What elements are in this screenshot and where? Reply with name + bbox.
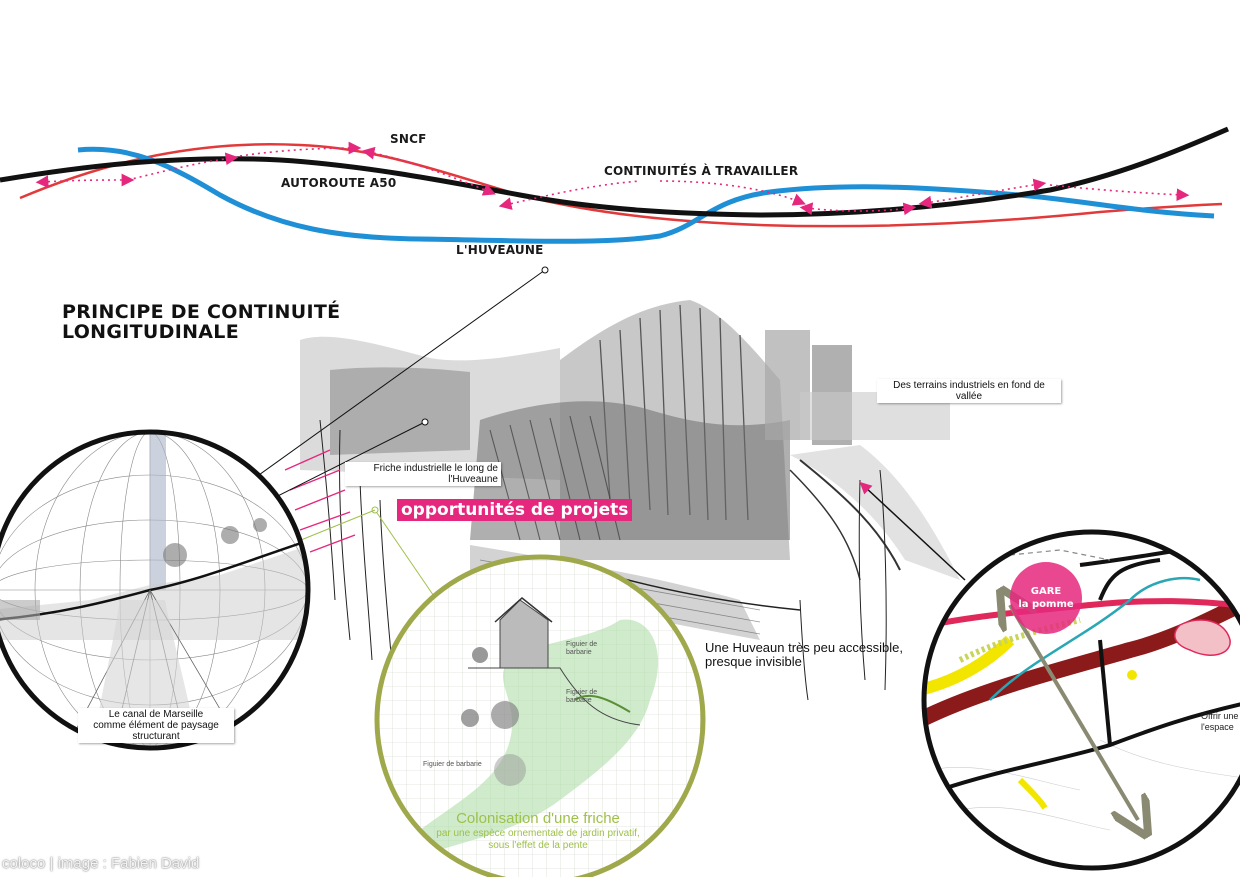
friche-line-2: l'Huveaune	[448, 474, 498, 485]
sncf-label: SNCF	[390, 132, 427, 146]
huveaune-annotation: Une Huveaun très peu accessible, presque…	[705, 641, 903, 669]
colonisation-sub-line-2: sous l'effet de la pente	[488, 840, 588, 851]
figuier-a-line-1: Figuier de	[566, 641, 598, 648]
gare-marker	[1010, 562, 1082, 634]
friche-line-1: Friche industrielle le long de	[373, 463, 498, 474]
gare-line-1: GARE	[1030, 586, 1062, 597]
friche-annotation: Friche industrielle le long de l'Huveaun…	[345, 462, 501, 486]
colonisation-sub-line-1: par une espèce ornementale de jardin pri…	[436, 828, 640, 839]
page-title: PRINCIPE DE CONTINUITÉ LONGITUDINALE	[62, 302, 340, 342]
offrir-line-1: Offrir une	[1201, 711, 1239, 721]
canal-line-2: comme élément de paysage	[93, 720, 219, 731]
image-credit: coloco | image : Fabien David	[2, 855, 200, 872]
figuier-label-a: Figuier de barbarie	[566, 641, 597, 657]
continuites-label: CONTINUITÉS À TRAVAILLER	[604, 164, 799, 178]
canal-line-1: Le canal de Marseille	[108, 709, 204, 720]
figuier-label-b: Figuier de barbarie	[566, 689, 597, 705]
figuier-label-c: Figuier de barbarie	[423, 761, 482, 768]
gare-line-2: la pomme	[1018, 599, 1074, 610]
canal-annotation: Le canal de Marseille comme élément de p…	[78, 708, 234, 743]
colonisation-subtitle: par une espèce ornementale de jardin pri…	[398, 828, 678, 852]
opportunites-highlight: opportunités de projets	[397, 499, 633, 521]
huveaune-label: L'HUVEAUNE	[456, 243, 544, 257]
colonisation-circle	[374, 554, 706, 877]
sncf-line	[19, 142, 1223, 228]
figuier-b-line-2: barbarie	[566, 697, 592, 704]
title-line-1: PRINCIPE DE CONTINUITÉ	[62, 301, 341, 323]
terrains-line-1: Des terrains industriels en fond de	[893, 380, 1045, 391]
line-diagram	[0, 126, 1230, 244]
huveaune-note-line-2: presque invisible	[705, 654, 802, 669]
offrir-line-2: l'espace	[1201, 722, 1234, 732]
huveaune-note-line-1: Une Huveaun très peu accessible,	[705, 640, 904, 655]
canal-circle	[0, 429, 311, 751]
map-circle	[921, 529, 1240, 871]
offrir-label: Offrir une l'espace	[1201, 711, 1238, 733]
gare-label: GARE la pomme	[1011, 585, 1081, 611]
figuier-b-line-1: Figuier de	[566, 689, 598, 696]
terrains-line-2: vallée	[955, 391, 983, 402]
terrains-annotation: Des terrains industriels en fond de vall…	[877, 379, 1061, 403]
title-line-2: LONGITUDINALE	[62, 321, 239, 343]
autoroute-label: AUTOROUTE A50	[281, 176, 397, 190]
colonisation-title: Colonisation d'une friche	[456, 810, 620, 827]
continuites-arrows	[35, 141, 1190, 216]
figuier-a-line-2: barbarie	[566, 649, 592, 656]
canal-line-3: structurant	[132, 731, 180, 742]
